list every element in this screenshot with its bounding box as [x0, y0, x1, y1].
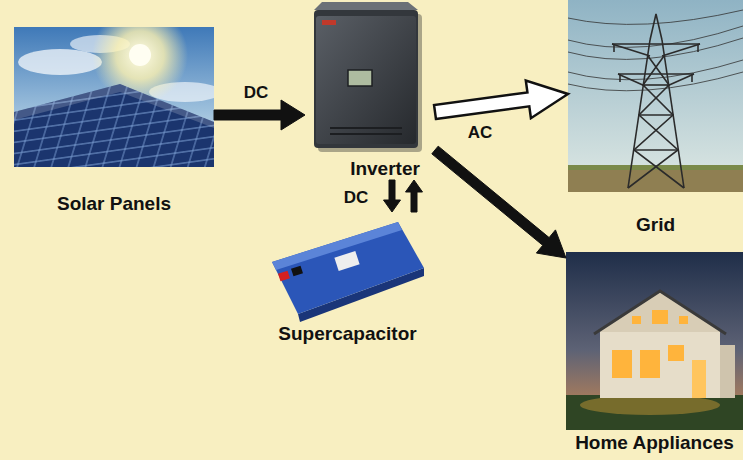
image-node: Grid	[568, 0, 743, 236]
arrow-connector	[434, 81, 568, 119]
inverter-image	[314, 2, 422, 152]
house-image	[566, 252, 743, 430]
arrow-connector	[214, 100, 305, 130]
solar-panel-image	[14, 27, 214, 167]
image-node: Home Appliances	[566, 252, 743, 454]
node-label: Grid	[568, 214, 743, 236]
node-label: Inverter	[335, 158, 435, 180]
node-label: Solar Panels	[14, 193, 214, 215]
grid-pylon-image	[568, 0, 743, 192]
image-node: Inverter	[305, 0, 435, 180]
edge-label-holder: DC	[242, 83, 271, 102]
image-node: Supercapacitor	[250, 212, 445, 345]
supercapacitor-image	[272, 222, 424, 322]
edge-label: DC	[342, 188, 371, 207]
arrow-connector	[406, 180, 423, 212]
edge-label: DC	[242, 83, 271, 102]
node-label: Home Appliances	[566, 432, 743, 454]
arrow-connector	[432, 146, 566, 258]
edge-label-holder: AC	[466, 123, 495, 142]
node-label: Supercapacitor	[250, 323, 445, 345]
edge-label-holder: DC	[342, 188, 371, 207]
edge-label: AC	[466, 123, 495, 142]
arrow-connector	[384, 180, 401, 212]
image-node: Solar Panels	[14, 27, 214, 215]
